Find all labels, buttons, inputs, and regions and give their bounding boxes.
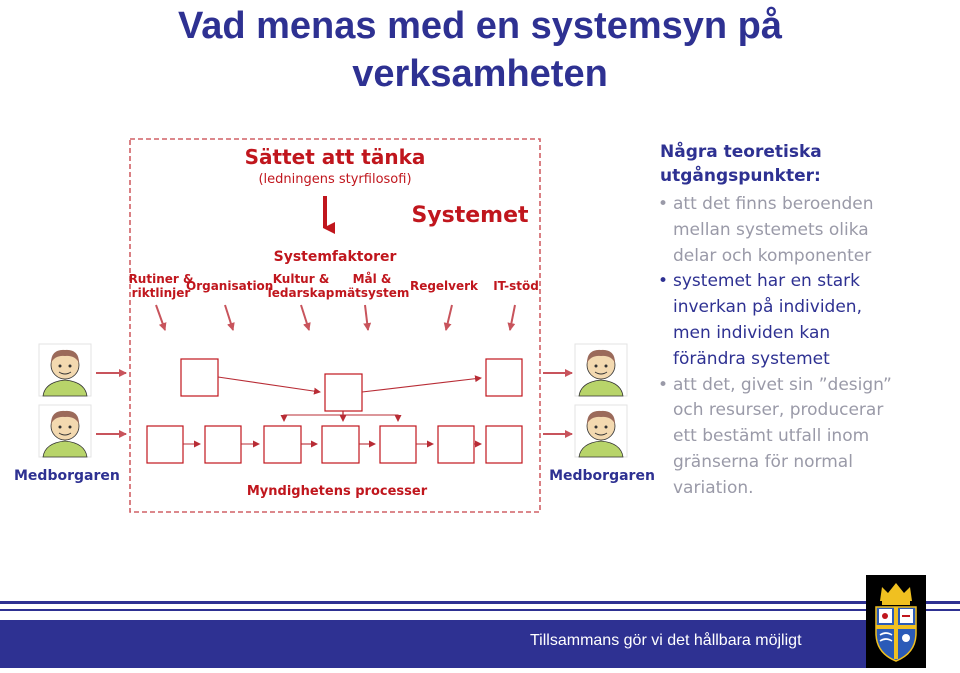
factor-arrow	[507, 304, 516, 331]
title-line-2: verksamheten	[352, 53, 608, 95]
factor-rutiner: Rutiner & riktlinjer	[128, 272, 194, 300]
factor-arrow	[363, 304, 372, 331]
process-box	[379, 425, 417, 464]
coat-of-arms-icon	[866, 575, 926, 668]
citizen-icon	[38, 343, 92, 397]
process-box	[437, 425, 475, 464]
process-box	[204, 425, 242, 464]
footer-tagline: Tillsammans gör vi det hållbara möjligt	[530, 632, 802, 649]
flow-line	[217, 376, 321, 395]
sidebar-heading: Några teoretiska utgångspunkter:	[660, 142, 822, 186]
bullet-list: att det finns beroenden mellan systemets…	[658, 192, 958, 502]
factor-organisation: Organisation	[186, 279, 274, 293]
title-line-1: Vad menas med en systemsyn på	[177, 5, 783, 47]
processer-label: Myndighetens processer	[246, 484, 428, 499]
flow-line	[342, 411, 402, 422]
systemet-label: Systemet	[411, 203, 529, 228]
io-arrows	[96, 369, 573, 438]
flow-line	[280, 411, 344, 422]
factor-itstod: IT-stöd	[493, 279, 539, 293]
process-box	[180, 358, 219, 397]
process-flow	[183, 375, 482, 448]
system-boundary	[129, 138, 541, 513]
factor-arrows	[155, 304, 516, 331]
diagram-subheading: (ledningens styrfilosofi)	[258, 172, 412, 187]
list-item: att det, givet sin ”design” och resurser…	[658, 373, 958, 502]
citizen-icon	[38, 404, 92, 458]
factor-arrow	[443, 304, 453, 331]
process-box	[321, 425, 360, 464]
footer-bar	[0, 620, 868, 668]
process-box	[263, 425, 302, 464]
process-box	[485, 358, 523, 397]
process-box	[324, 373, 363, 412]
footer-rule-top	[0, 601, 960, 604]
medborgaren-left-label: Medborgaren	[14, 468, 120, 484]
medborgaren-right-label: Medborgaren	[549, 468, 655, 484]
system-diagram	[38, 138, 628, 513]
flow-line	[361, 375, 482, 393]
factor-arrow	[155, 304, 167, 331]
citizen-figures-right	[574, 343, 628, 458]
list-item: att det finns beroenden mellan systemets…	[658, 192, 958, 269]
process-box	[146, 425, 184, 464]
citizen-figures-left	[38, 343, 92, 458]
factor-mal: Mål & mätsystem	[334, 272, 410, 300]
citizen-icon	[574, 404, 628, 458]
process-box	[485, 425, 523, 464]
factor-regelverk: Regelverk	[409, 279, 479, 293]
page-title: Vad menas med en systemsyn på verksamhet…	[0, 2, 960, 98]
factor-kultur: Kultur & ledarskap	[267, 272, 335, 300]
diagram-heading: Sättet att tänka	[244, 145, 426, 169]
systemfaktorer-label: Systemfaktorer	[273, 249, 397, 265]
citizen-icon	[574, 343, 628, 397]
factor-arrow	[224, 304, 235, 331]
footer-rule-bottom	[0, 609, 960, 611]
factor-arrow	[300, 304, 311, 331]
process-boxes	[146, 358, 523, 464]
list-item: systemet har en stark inverkan på indivi…	[658, 269, 958, 372]
